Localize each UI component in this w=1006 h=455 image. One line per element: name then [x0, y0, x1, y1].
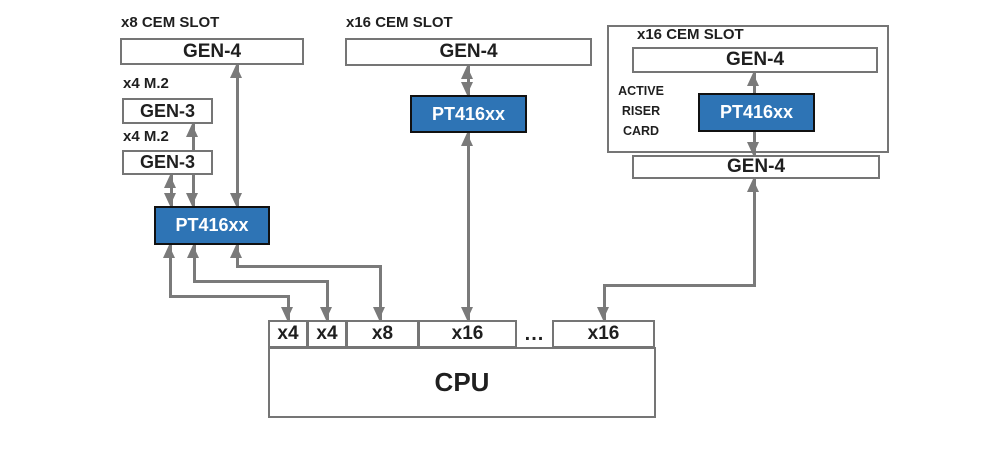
line-segment [193, 280, 329, 283]
line-segment [169, 295, 290, 298]
line-segment [236, 265, 382, 268]
gen4-box-riser-slot: GEN-4 [632, 47, 878, 73]
arrow-down-icon [373, 307, 385, 320]
line-segment [467, 66, 470, 95]
arrow-down-icon [186, 193, 198, 206]
active-riser-card-box [607, 25, 889, 153]
line-segment [169, 245, 172, 298]
line-segment [603, 284, 756, 287]
arrow-down-icon [597, 307, 609, 320]
m2-slot-label-2: x4 M.2 [123, 128, 169, 145]
x16-cem-slot-label-middle: x16 CEM SLOT [346, 14, 453, 31]
active-riser-card-line2: RISER [621, 104, 661, 118]
line-segment [326, 280, 329, 320]
cpu-port-x16-2: x16 [552, 320, 655, 348]
cpu-port-x8: x8 [346, 320, 419, 348]
arrow-down-icon [230, 193, 242, 206]
arrow-up-icon [461, 66, 473, 79]
arrow-up-icon [461, 133, 473, 146]
gen4-box-riser-edge: GEN-4 [632, 155, 880, 179]
active-riser-card-line1: ACTIVE [618, 84, 664, 98]
gen3-box-m2-2: GEN-3 [122, 150, 213, 175]
pt416xx-chip-riser: PT416xx [698, 93, 815, 132]
cpu-port-x4-2: x4 [307, 320, 347, 348]
gen4-box-x8-slot: GEN-4 [120, 38, 304, 65]
cpu-port-x16-1: x16 [418, 320, 517, 348]
arrow-up-icon [186, 124, 198, 137]
cpu-box: CPU [268, 347, 656, 418]
line-segment [170, 175, 173, 206]
gen3-box-m2-1: GEN-3 [122, 98, 213, 124]
line-segment [753, 179, 756, 287]
active-riser-card-line3: CARD [622, 124, 660, 138]
x16-cem-slot-label-riser: x16 CEM SLOT [637, 26, 744, 43]
line-segment [236, 245, 239, 268]
arrow-down-icon [281, 307, 293, 320]
arrow-up-icon [747, 73, 759, 86]
pt416xx-chip-left: PT416xx [154, 206, 270, 245]
ports-ellipsis: ... [524, 323, 545, 345]
arrow-up-icon [230, 65, 242, 78]
arrow-down-icon [164, 193, 176, 206]
x8-cem-slot-label: x8 CEM SLOT [121, 14, 220, 31]
arrow-down-icon [461, 82, 473, 95]
line-segment [467, 133, 470, 320]
active-riser-card-label: ACTIVE RISER CARD [610, 81, 672, 141]
line-segment [193, 245, 196, 283]
m2-slot-label-1: x4 M.2 [123, 75, 169, 92]
line-segment [379, 265, 382, 320]
line-segment [603, 284, 606, 320]
cpu-port-x4-1: x4 [268, 320, 308, 348]
arrow-down-icon [320, 307, 332, 320]
line-segment [236, 65, 239, 206]
arrow-down-icon [461, 307, 473, 320]
pt416xx-chip-middle: PT416xx [410, 95, 527, 133]
gen4-box-x16-slot: GEN-4 [345, 38, 592, 66]
arrow-up-icon [164, 175, 176, 188]
